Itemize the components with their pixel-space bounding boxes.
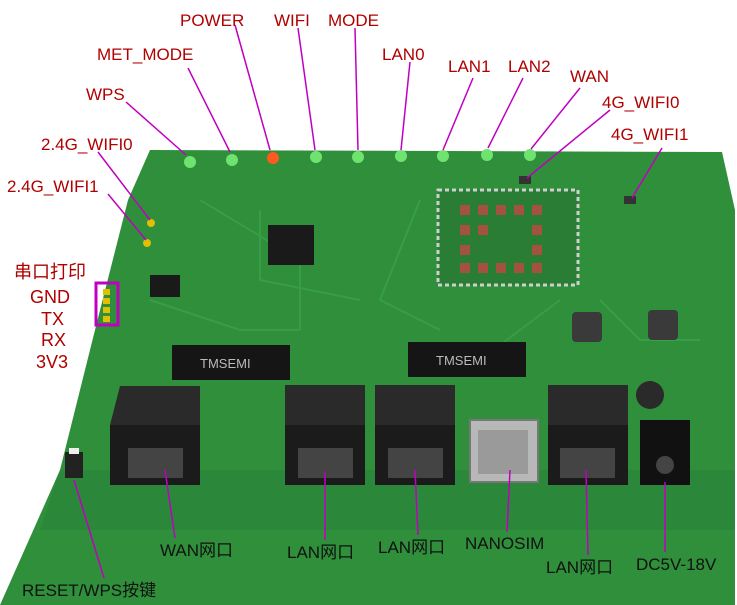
led-lan1 bbox=[437, 150, 449, 162]
capacitor bbox=[636, 381, 664, 409]
led-4g-wifi0 bbox=[519, 176, 531, 184]
label-dc-input: DC5V-18V bbox=[636, 555, 717, 574]
transformer-right-label: TMSEMI bbox=[436, 353, 487, 368]
label-met-mode: MET_MODE bbox=[97, 45, 194, 64]
led-24g-wifi1 bbox=[143, 239, 151, 247]
led-24g-wifi0 bbox=[147, 219, 155, 227]
label-24g-wifi1: 2.4G_WIFI1 bbox=[7, 177, 99, 196]
inductor-2 bbox=[648, 310, 678, 340]
label-lan2: LAN2 bbox=[508, 57, 551, 76]
label-4g-wifi0: 4G_WIFI0 bbox=[602, 93, 680, 112]
transformer-left-label: TMSEMI bbox=[200, 356, 251, 371]
serial-header bbox=[94, 281, 120, 327]
reset-button bbox=[65, 452, 83, 478]
rj45-lan-3 bbox=[548, 385, 628, 425]
rj45-lan-1 bbox=[285, 385, 365, 425]
rj45-wan bbox=[110, 386, 200, 425]
transformer-left bbox=[172, 345, 290, 380]
transformer-right bbox=[408, 342, 526, 377]
label-lan0: LAN0 bbox=[382, 45, 425, 64]
label-gnd: GND bbox=[30, 287, 70, 307]
label-3v3: 3V3 bbox=[36, 352, 69, 372]
label-serial-title: 串口打印 bbox=[14, 262, 86, 282]
led-met-mode bbox=[226, 154, 238, 166]
flash-chip bbox=[150, 275, 180, 297]
label-wan: WAN bbox=[570, 67, 610, 86]
dc-jack bbox=[640, 420, 690, 485]
rj45-lan-2 bbox=[375, 385, 455, 425]
label-wps: WPS bbox=[86, 85, 125, 104]
label-power: POWER bbox=[180, 11, 245, 30]
led-lan0 bbox=[395, 150, 407, 162]
led-power bbox=[267, 152, 279, 164]
led-mode bbox=[352, 151, 364, 163]
main-chip bbox=[268, 225, 314, 265]
led-wan bbox=[524, 149, 536, 161]
label-mode: MODE bbox=[328, 11, 379, 30]
label-nanosim: NANOSIM bbox=[465, 534, 545, 553]
label-4g-wifi1: 4G_WIFI1 bbox=[611, 125, 689, 144]
leader-lines bbox=[73, 24, 666, 579]
module-4g-pads bbox=[460, 205, 542, 273]
pcb-board bbox=[0, 150, 735, 605]
label-wan-port: WAN网口 bbox=[160, 541, 234, 560]
label-wifi: WIFI bbox=[274, 11, 310, 30]
label-lan1: LAN1 bbox=[448, 57, 491, 76]
label-24g-wifi0: 2.4G_WIFI0 bbox=[41, 135, 133, 154]
module-4g bbox=[436, 188, 580, 287]
label-lan-port-1: LAN网口 bbox=[287, 543, 355, 562]
label-lan-port-3: LAN网口 bbox=[546, 558, 614, 577]
led-lan2 bbox=[481, 149, 493, 161]
label-tx: TX bbox=[41, 309, 65, 329]
label-reset-wps: RESET/WPS按键 bbox=[22, 581, 157, 600]
led-row bbox=[184, 149, 536, 168]
inductor-1 bbox=[572, 312, 602, 342]
led-4g-wifi1 bbox=[624, 196, 636, 204]
label-rx: RX bbox=[41, 330, 67, 350]
led-wifi bbox=[310, 151, 322, 163]
led-wps bbox=[184, 156, 196, 168]
label-lan-port-2: LAN网口 bbox=[378, 538, 446, 557]
